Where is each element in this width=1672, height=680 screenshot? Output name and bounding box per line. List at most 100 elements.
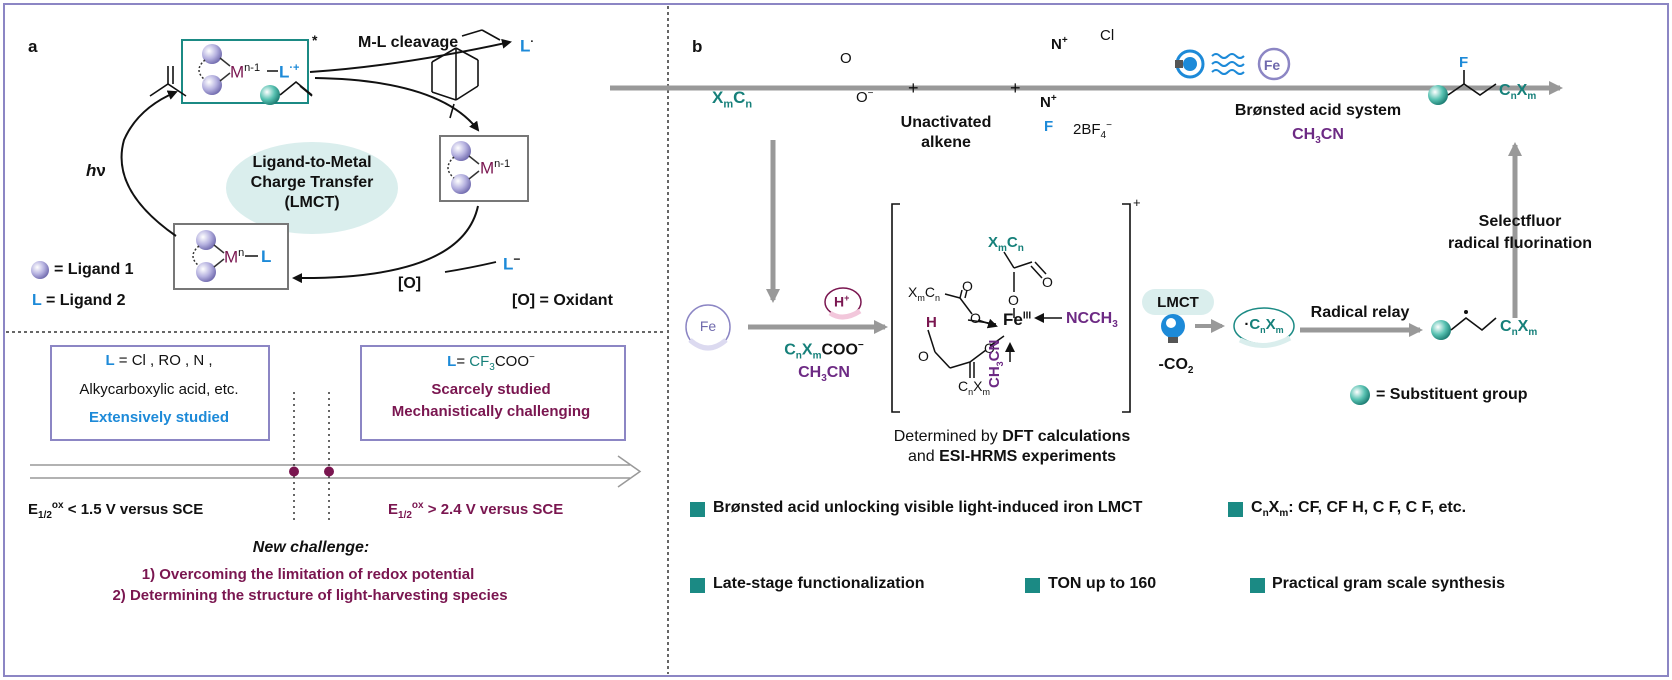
unactivated-line-1: Unactivated — [900, 114, 992, 131]
feature-5: Practical gram scale synthesis — [1272, 575, 1506, 592]
feature-3: Late-stage functionalization — [713, 575, 925, 592]
arrow-hv — [120, 90, 178, 237]
feature-4-bullet — [1025, 578, 1040, 593]
fe-icon-label: Fe — [1263, 57, 1281, 73]
fe-start-label: Fe — [699, 318, 717, 334]
arrow-ml-cleavage — [309, 38, 512, 73]
outer-frame — [3, 3, 1669, 677]
plus-1: + — [908, 78, 919, 98]
lmct-line-2: Charge Transfer — [250, 174, 374, 191]
selectfluor-f: F — [1044, 118, 1054, 135]
complex-o-3: O — [962, 278, 973, 294]
box-right-line-1: L= CF3COO− — [447, 352, 535, 373]
arrow-to-reduced — [314, 77, 480, 132]
extensively-studied-box — [50, 345, 270, 441]
product-substituent-ball — [1428, 85, 1448, 105]
heat-waves-icon — [1211, 53, 1245, 75]
ligand-radical-label: L· — [520, 36, 535, 56]
selectfluor-step-line-1: Selectfluor — [1478, 213, 1562, 230]
complex-o-4: O — [970, 310, 981, 326]
box-left-line-1: L = Cl , RO , N , — [105, 352, 213, 369]
alkene-substituent-ball — [260, 85, 280, 105]
arrow-oxidation — [292, 205, 479, 284]
ml-cleavage-label: M-L cleavage — [358, 34, 459, 51]
selectfluor-step-line-2: radical fluorination — [1447, 235, 1593, 252]
ligand-anion-label: L− — [503, 252, 521, 274]
iron-complex-bonds — [927, 251, 1047, 378]
complex-o-6: O — [984, 340, 995, 356]
bf4-counterion: 2BF4− — [1073, 120, 1112, 141]
legend-ligand-2: L = Ligand 2 — [32, 292, 126, 309]
solvent-bottom-label: CH3CN — [798, 364, 850, 385]
oxidant-definition: [O] = Oxidant — [512, 292, 613, 309]
excited-metal-label: Mn-1 — [230, 62, 261, 82]
complex-fe: FeIII — [1003, 310, 1032, 329]
feature-1: Brønsted acid unlocking visible light-in… — [713, 499, 1143, 516]
complex-o-5: O — [918, 348, 929, 364]
box-left-line-3: Extensively studied — [88, 409, 230, 426]
blue-light-icon — [1175, 49, 1205, 79]
product-cnxm: CnXm — [1499, 82, 1537, 103]
complex-h: H — [926, 314, 937, 331]
lmct-badge-label: LMCT — [1157, 294, 1199, 311]
complex-ch3cn-vertical: CH3CN — [986, 339, 1005, 388]
selectfluor-cl: Cl — [1100, 27, 1115, 44]
lmct-line-3: (LMCT) — [284, 194, 340, 211]
intermediate-substituent-ball — [1431, 320, 1451, 340]
complex-bracket-left — [891, 203, 900, 413]
feature-3-bullet — [690, 578, 705, 593]
complex-left-xmcn: XmCn — [908, 284, 940, 303]
decarboxylation-label: -CO2 — [1158, 356, 1194, 377]
legend-ligand-1: = Ligand 1 — [54, 261, 134, 278]
lmct-ellipse — [226, 142, 398, 234]
oxidant-short-label: [O] — [398, 275, 422, 292]
feature-5-bullet — [1250, 578, 1265, 593]
lightbulb-icon — [1161, 314, 1185, 343]
feature-2: CnXm: CF, CF H, C F, C F, etc. — [1251, 499, 1467, 520]
determined-line-2: and ESI-HRMS experiments — [907, 448, 1117, 465]
reduced-metal-label: Mn-1 — [480, 158, 511, 178]
carboxylate-o-minus: O− — [856, 88, 874, 106]
box-right-line-2: Scarcely studied — [431, 381, 551, 398]
challenge-title: New challenge: — [252, 539, 370, 556]
complex-top-cnxm: XmCn — [988, 234, 1024, 254]
marker-2-4V — [324, 466, 334, 477]
bronsted-system-label: Brønsted acid system — [1234, 102, 1402, 119]
ground-metal-label: Mn — [224, 247, 245, 267]
lmct-badge — [1142, 289, 1214, 315]
unactivated-line-2: alkene — [921, 134, 971, 151]
intermediate-cnxm: CnXm — [1500, 318, 1538, 339]
feature-4: TON up to 160 — [1048, 575, 1157, 592]
excited-ligand-label: L·+ — [279, 62, 300, 82]
legend-ligand1-ball — [31, 261, 49, 279]
product-fluorine: F — [1459, 54, 1469, 71]
challenge-1: 1) Overcoming the limitation of redox po… — [141, 566, 475, 583]
carboxylate-o-top: O — [840, 50, 852, 67]
determined-line-1: Determined by DFT calculations — [893, 428, 1131, 445]
selectfluor-n-top: N+ — [1051, 35, 1068, 53]
proton-label: H+ — [834, 293, 850, 310]
selectfluor-n-bottom: N+ — [1040, 93, 1057, 111]
lmct-line-1: Ligand-to-Metal — [252, 154, 372, 171]
challenge-2: 2) Determining the structure of light-ha… — [112, 587, 508, 604]
marker-1-5V — [289, 466, 299, 477]
feature-1-bullet — [690, 502, 705, 517]
selectfluor-structure — [431, 29, 501, 119]
potential-high: E1/2ox > 2.4 V versus SCE — [388, 500, 564, 521]
box-left-line-2: Alkycarboxylic acid, etc. — [79, 381, 239, 398]
radical-relay-label: Radical relay — [1310, 304, 1410, 321]
complex-bottom-cnxm: CnXm — [958, 378, 990, 397]
iron-cycle-icon — [1257, 47, 1291, 81]
carboxylate-label: XmCn — [712, 88, 753, 111]
ground-ligand-label: L — [261, 247, 272, 266]
solvent-top-label: CH3CN — [1292, 126, 1344, 147]
box-right-line-3: Mechanistically challenging — [391, 403, 591, 420]
potential-low: E1/2ox < 1.5 V versus SCE — [28, 500, 204, 521]
excited-state-mark: * — [312, 32, 318, 48]
complex-bracket-right — [1122, 203, 1131, 413]
legend-substituent-ball — [1350, 385, 1370, 405]
reagent-label: CnXmCOO− — [784, 340, 864, 362]
panel-b-tag: b — [692, 37, 703, 56]
light-hv-label: hν — [86, 161, 106, 180]
